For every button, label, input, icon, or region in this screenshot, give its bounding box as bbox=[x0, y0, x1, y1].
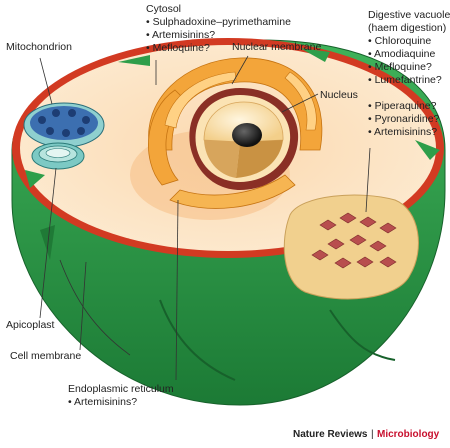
nucleolus bbox=[232, 123, 262, 147]
digestive-vacuole bbox=[283, 194, 419, 300]
label-apicoplast: Apicoplast bbox=[6, 319, 55, 331]
label-dv-item: • Chloroquine bbox=[368, 35, 431, 47]
endoplasmic-reticulum bbox=[148, 57, 323, 209]
label-cytosol-item: • Artemisinins? bbox=[146, 29, 215, 41]
label-digestive-vacuole-title: Digestive vacuole bbox=[368, 9, 450, 21]
rim-notch bbox=[40, 225, 55, 260]
label-mitochondrion: Mitochondrion bbox=[6, 41, 72, 53]
label-cytosol-item: • Mefloquine? bbox=[146, 42, 210, 54]
label-dv-item: • Lumefantrine? bbox=[368, 74, 442, 86]
label-digestive-vacuole-subtitle: (haem digestion) bbox=[368, 22, 446, 34]
leader-lines bbox=[39, 55, 371, 381]
rim-notch bbox=[25, 170, 45, 188]
rim-notch bbox=[415, 140, 440, 160]
label-er-title: Endoplasmic reticulum bbox=[68, 383, 174, 395]
label-dv-item: • Mefloquine? bbox=[368, 61, 432, 73]
label-nuclear-membrane: Nuclear membrane bbox=[232, 41, 321, 53]
mitochondrion bbox=[23, 102, 105, 148]
apicoplast bbox=[31, 142, 85, 170]
label-cell-membrane: Cell membrane bbox=[10, 350, 81, 362]
label-dv-item: • Piperaquine? bbox=[368, 100, 437, 112]
label-cytosol-item: • Sulphadoxine–pyrimethamine bbox=[146, 16, 291, 28]
label-dv-item: • Pyronaridine? bbox=[368, 113, 440, 125]
nucleus bbox=[203, 101, 284, 178]
label-nucleus: Nucleus bbox=[320, 89, 358, 101]
membrane-fold bbox=[59, 259, 131, 356]
label-er-item: • Artemisinins? bbox=[68, 396, 137, 408]
credit-separator: | bbox=[371, 429, 374, 440]
label-cytosol-title: Cytosol bbox=[146, 3, 181, 15]
rim-notch bbox=[300, 48, 330, 62]
credit-section: Microbiology bbox=[377, 429, 440, 440]
credit-journal: Nature Reviews bbox=[293, 429, 368, 440]
haem-crystals bbox=[311, 212, 397, 269]
membrane-fold bbox=[329, 309, 396, 361]
label-dv-item: • Artemisinins? bbox=[368, 126, 437, 138]
membrane-fold bbox=[159, 299, 236, 381]
label-dv-item: • Amodiaquine bbox=[368, 48, 435, 60]
rim-notch bbox=[118, 55, 150, 66]
